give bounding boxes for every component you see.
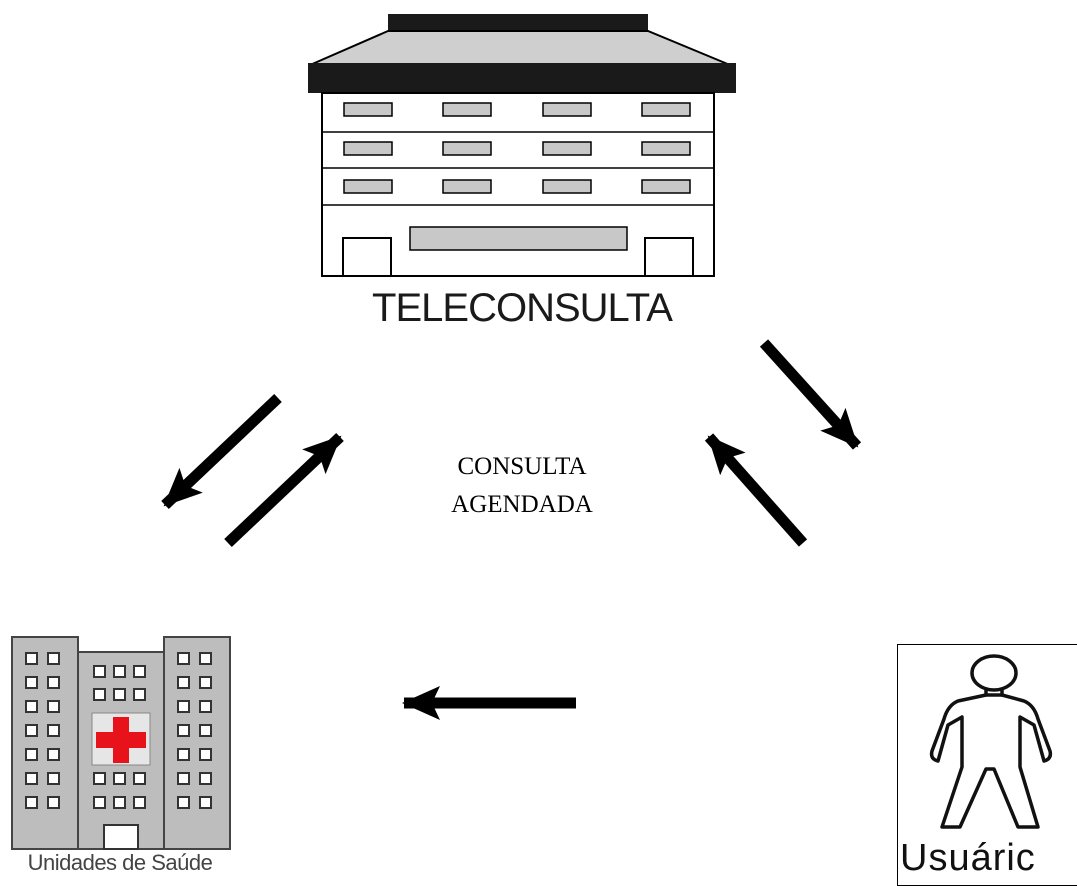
- center-caption-line2: AGENDADA: [451, 491, 593, 518]
- arrow-teleconsulta-to-usuario: [759, 339, 862, 450]
- usuario-frame: [897, 644, 1077, 886]
- teleconsulta-building-icon: [308, 14, 736, 277]
- arrow-unidades-to-teleconsulta: [224, 433, 344, 547]
- teleconsulta-label: TELECONSULTA: [372, 286, 673, 330]
- hospital-icon: [11, 636, 231, 850]
- center-caption: CONSULTA AGENDADA: [372, 448, 672, 524]
- arrow-usuario-to-teleconsulta: [704, 433, 808, 547]
- person-icon: [929, 654, 1053, 829]
- arrow-teleconsulta-to-unidades: [161, 394, 282, 509]
- usuario-label: Usuáric: [900, 837, 1036, 879]
- unidades-label: Unidades de Saúde: [27, 850, 213, 875]
- center-caption-line1: CONSULTA: [457, 453, 587, 480]
